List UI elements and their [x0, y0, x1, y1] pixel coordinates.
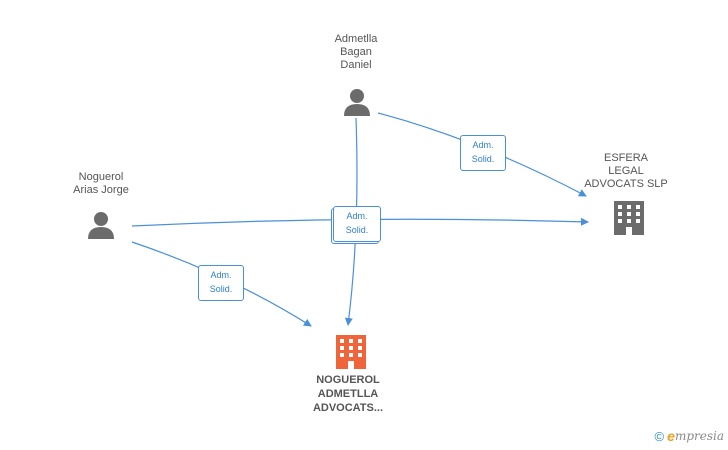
person-icon[interactable] — [88, 212, 114, 239]
node-label-noguerol-advocats[interactable]: NOGUEROL ADMETLLA ADVOCATS... — [312, 374, 384, 414]
node-label-noguerol-jorge[interactable]: Noguerol Arias Jorge — [73, 171, 129, 196]
building-icon[interactable] — [614, 201, 644, 235]
edge-label-admetlla-noguerol-advocats: Adm. Solid. — [333, 206, 381, 242]
person-icon[interactable] — [344, 89, 370, 116]
empresia-logo-icon: e — [667, 428, 675, 444]
edge-label-admetlla-esfera: Adm. Solid. — [460, 135, 506, 171]
edge-label-jorge-noguerol-advocats: Adm. Solid. — [198, 265, 244, 301]
building-highlight-icon[interactable] — [336, 335, 366, 369]
node-label-admetlla[interactable]: Admetlla Bagan Daniel — [334, 33, 378, 71]
node-label-esfera[interactable]: ESFERA LEGAL ADVOCATS SLP — [584, 152, 668, 190]
brand-name: mpresia — [674, 429, 724, 443]
copyright-icon: © — [654, 428, 665, 444]
